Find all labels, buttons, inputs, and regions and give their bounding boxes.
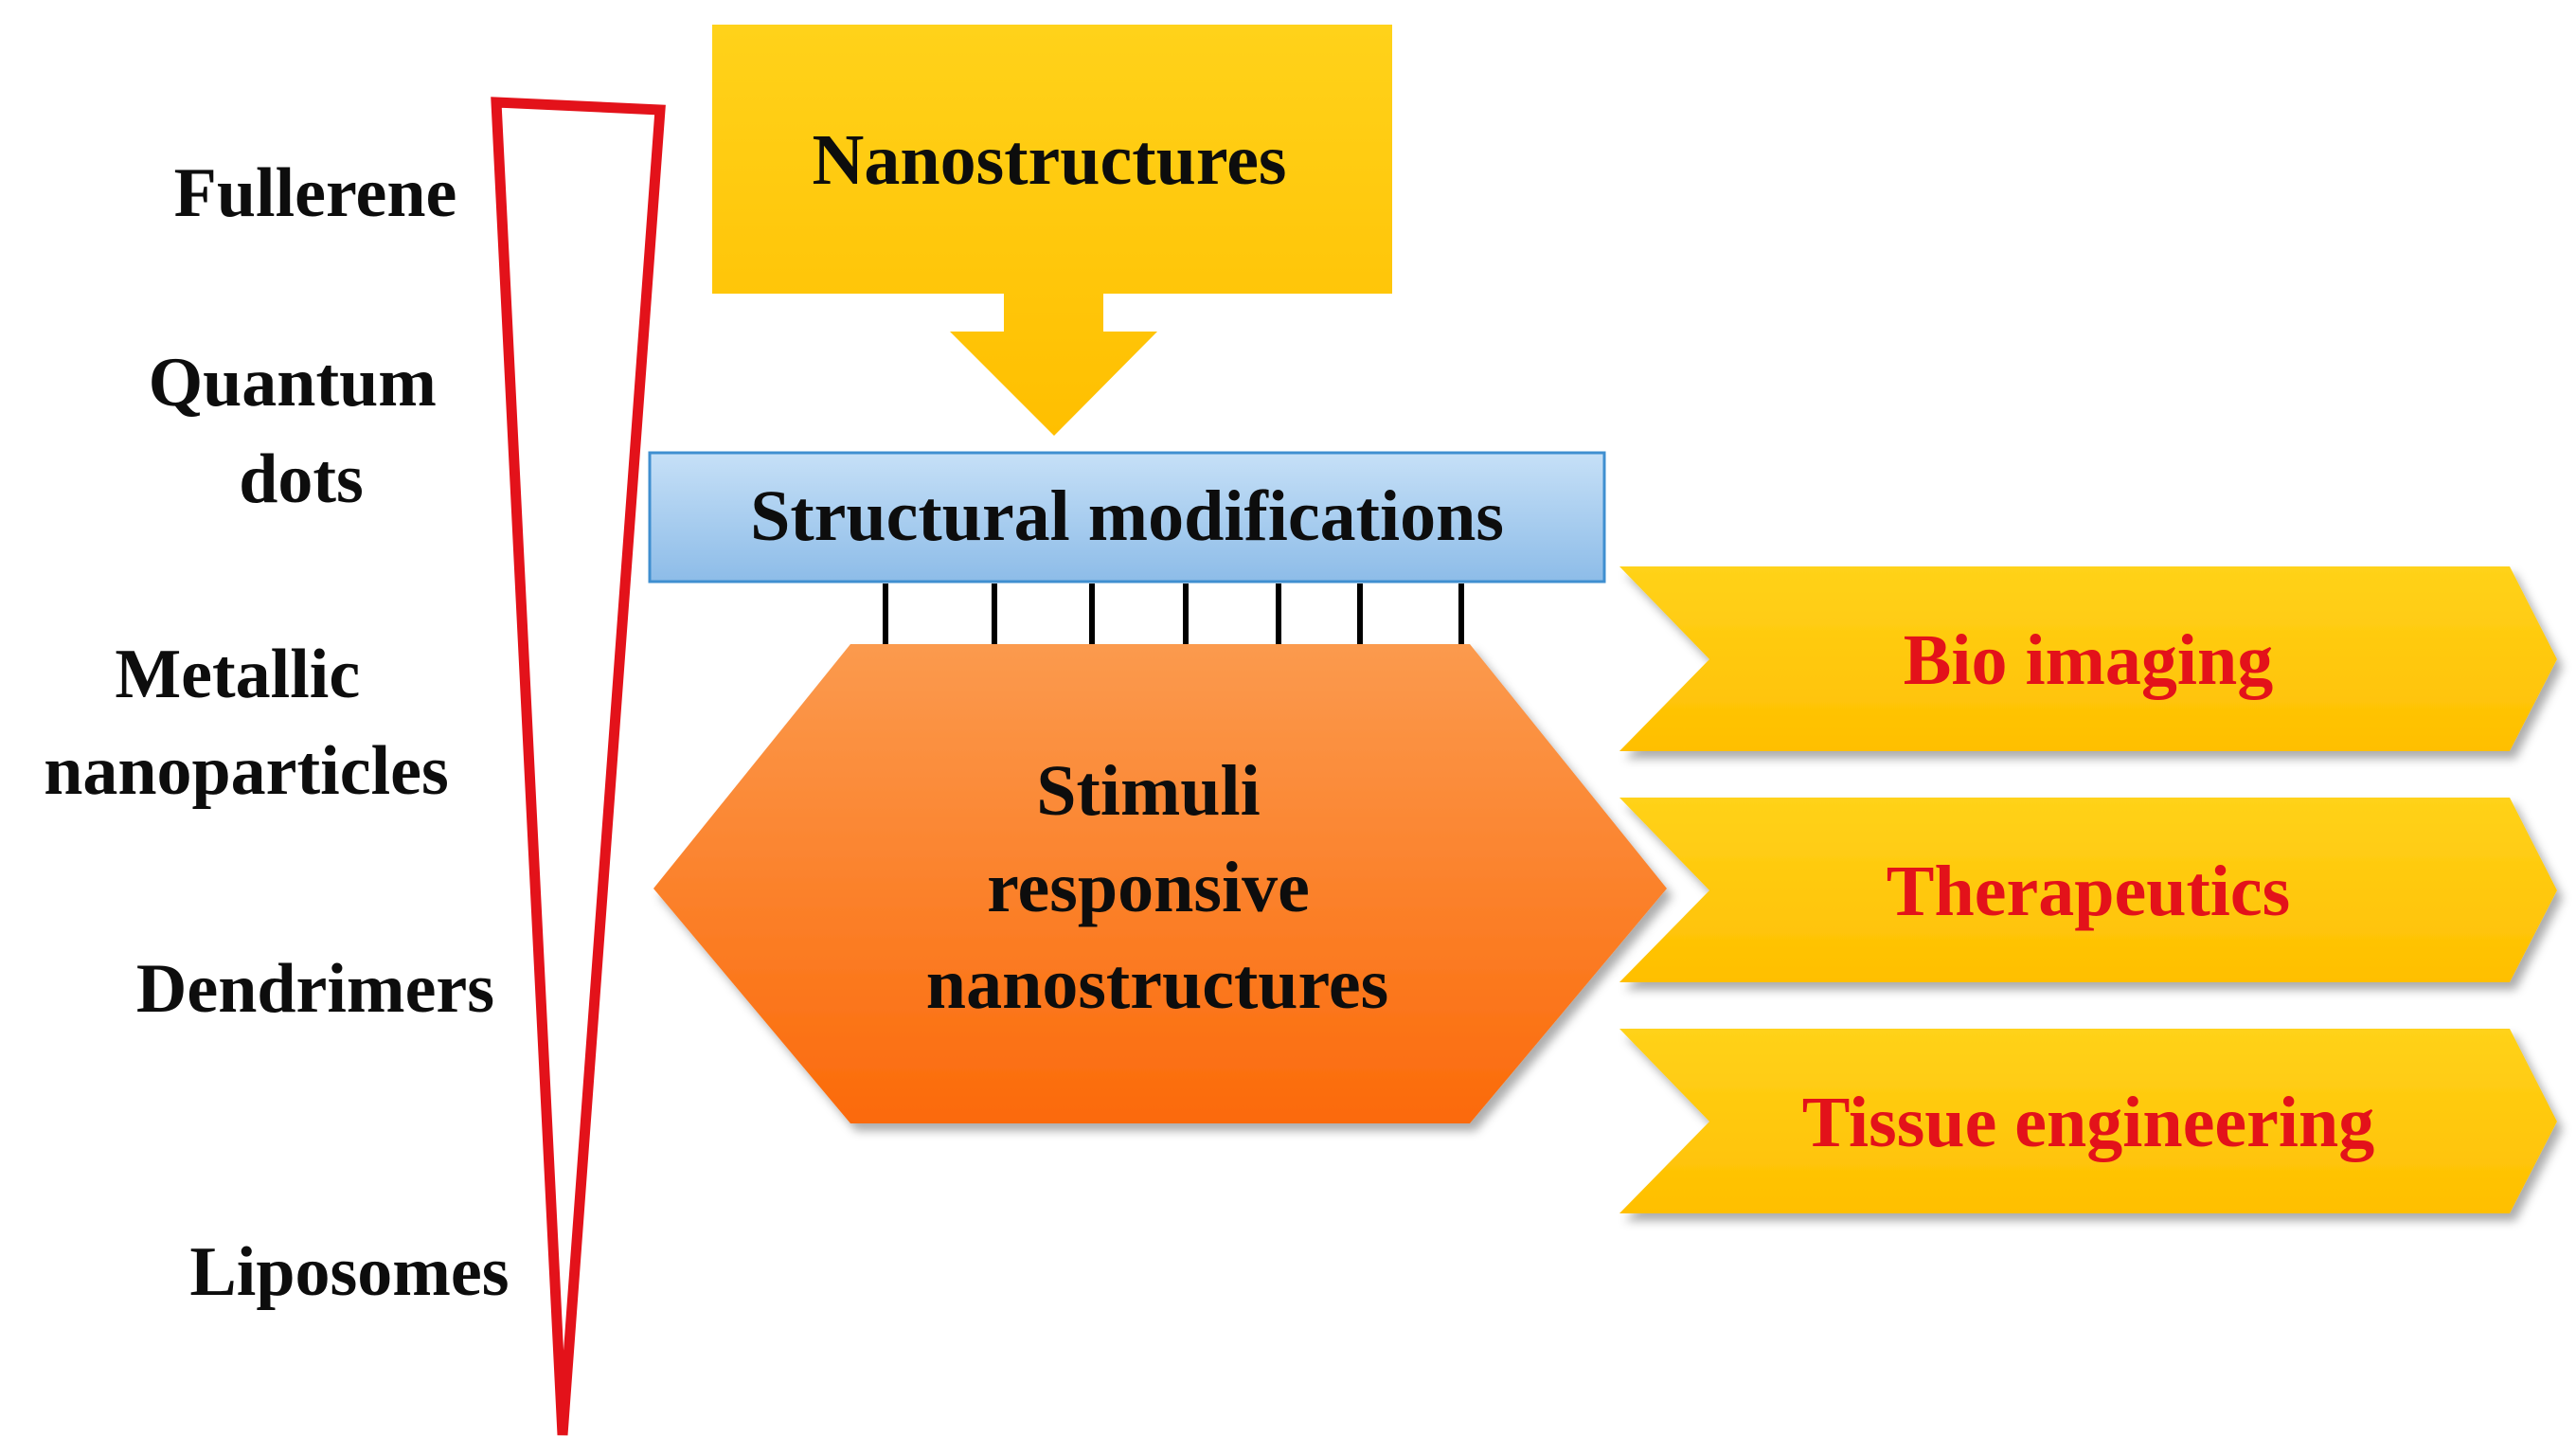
structural-modifications-bar: Structural modifications — [648, 451, 1606, 583]
application-label: Therapeutics — [1887, 852, 2290, 931]
type-fullerene: Fullerene — [174, 154, 457, 232]
structural-modifications-rect — [648, 451, 1606, 583]
application-label: Tissue engineering — [1802, 1083, 2375, 1162]
chevron-shape — [1619, 798, 2557, 982]
application-label: Bio imaging — [1904, 620, 2274, 700]
nanostructure-type-list: Fullerene Quantum dots Metallic nanopart… — [44, 154, 509, 1311]
application-chevron-bio-imaging: Bio imaging — [1619, 566, 2557, 751]
stimuli-responsive-hexagon: Stimuli responsive nanostructures — [653, 644, 1667, 1123]
nanostructures-label: Nanostructures — [812, 120, 1286, 200]
chevron-shape — [1619, 566, 2557, 751]
type-quantum-dots: Quantum dots — [149, 344, 455, 518]
application-chevron-therapeutics: Therapeutics — [1619, 798, 2557, 982]
hexagon-label: Stimuli responsive nanostructures — [926, 751, 1388, 1024]
nanostructures-box — [712, 25, 1392, 436]
type-dendrimers: Dendrimers — [136, 950, 494, 1028]
type-liposomes: Liposomes — [189, 1233, 509, 1311]
chevron-shape — [1619, 1029, 2557, 1213]
application-chevron-tissue-engineering: Tissue engineering — [1619, 1029, 2557, 1213]
narrowing-triangle-icon — [491, 97, 666, 1436]
hexagon-shape — [653, 644, 1667, 1123]
arrow-down-icon-group — [881, 583, 1466, 655]
nanostructures-callout: Nanostructures — [712, 25, 1392, 436]
structural-modifications-label: Structural modifications — [750, 476, 1504, 556]
applications-list: Bio imaging Therapeutics Tissue engineer… — [1619, 566, 2557, 1213]
type-metallic-nanoparticles: Metallic nanoparticles — [44, 636, 449, 810]
